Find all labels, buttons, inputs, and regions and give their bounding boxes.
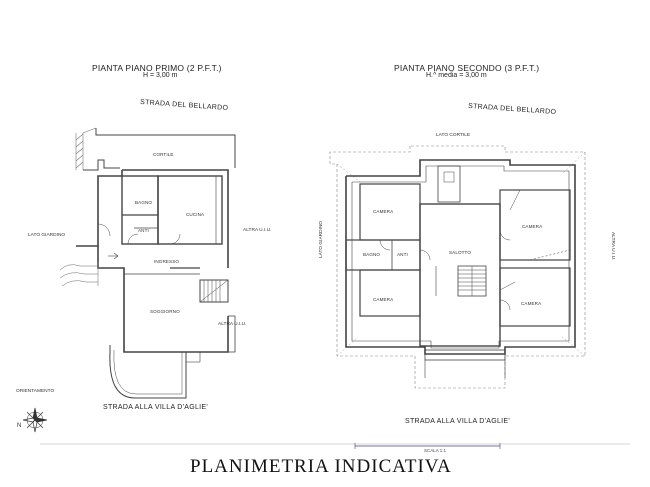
second-floor-side-top: LATO CORTILE	[436, 133, 471, 138]
room-label-salotto: SALOTTO	[449, 250, 472, 255]
first-floor-side-right-bottom: ALTRA U.I.U.	[218, 322, 247, 327]
room-label-anti-2: ANTI	[397, 252, 408, 257]
orientation-label: ORIENTAMENTO	[16, 389, 55, 394]
second-floor-street-bottom: STRADA ALLA VILLA D'AGLIE'	[405, 418, 511, 425]
first-floor-street-bottom: STRADA ALLA VILLA D'AGLIE'	[103, 404, 209, 411]
first-floor-title: PIANTA PIANO PRIMO (2 P.F.T.)	[92, 63, 222, 73]
second-floor-title: PIANTA PIANO SECONDO (3 P.F.T.)	[394, 63, 540, 73]
room-label-camera-bottom-right: CAMERA	[521, 301, 542, 306]
room-label-cucina: CUCINA	[186, 212, 205, 217]
second-floor-side-right: ALTRA U.I.U.	[610, 232, 615, 261]
first-floor-height: H = 3,00 m	[143, 72, 178, 79]
scale-text: SCALA 1:1	[424, 448, 447, 453]
room-label-ingresso: INGRESSO	[154, 259, 180, 264]
second-floor-height: H.^ media = 3,00 m	[426, 72, 487, 79]
compass-rose	[22, 407, 48, 433]
footer-title: PLANIMETRIA INDICATIVA	[190, 456, 452, 477]
second-floor-side-left: LATO GIARDINO	[319, 220, 324, 258]
room-label-soggiorno: SOGGIORNO	[150, 309, 180, 314]
compass-north-letter: N	[17, 423, 22, 429]
room-label-bagno: BAGNO	[135, 200, 153, 205]
second-floor-plan	[329, 145, 586, 389]
first-floor-side-left: LATO GIARDINO	[28, 233, 66, 238]
room-label-bagno-2: BAGNO	[363, 252, 381, 257]
room-label-cortile: CORTILE	[153, 152, 174, 157]
room-label-camera-bottom-left: CAMERA	[373, 297, 394, 302]
first-floor-side-right-top: ALTRA U.I.U.	[243, 228, 272, 233]
first-floor-plan	[59, 127, 236, 399]
room-label-anti: ANTI	[138, 228, 149, 233]
room-label-camera-top-right: CAMERA	[522, 224, 543, 229]
room-label-camera-top-left: CAMERA	[373, 209, 394, 214]
